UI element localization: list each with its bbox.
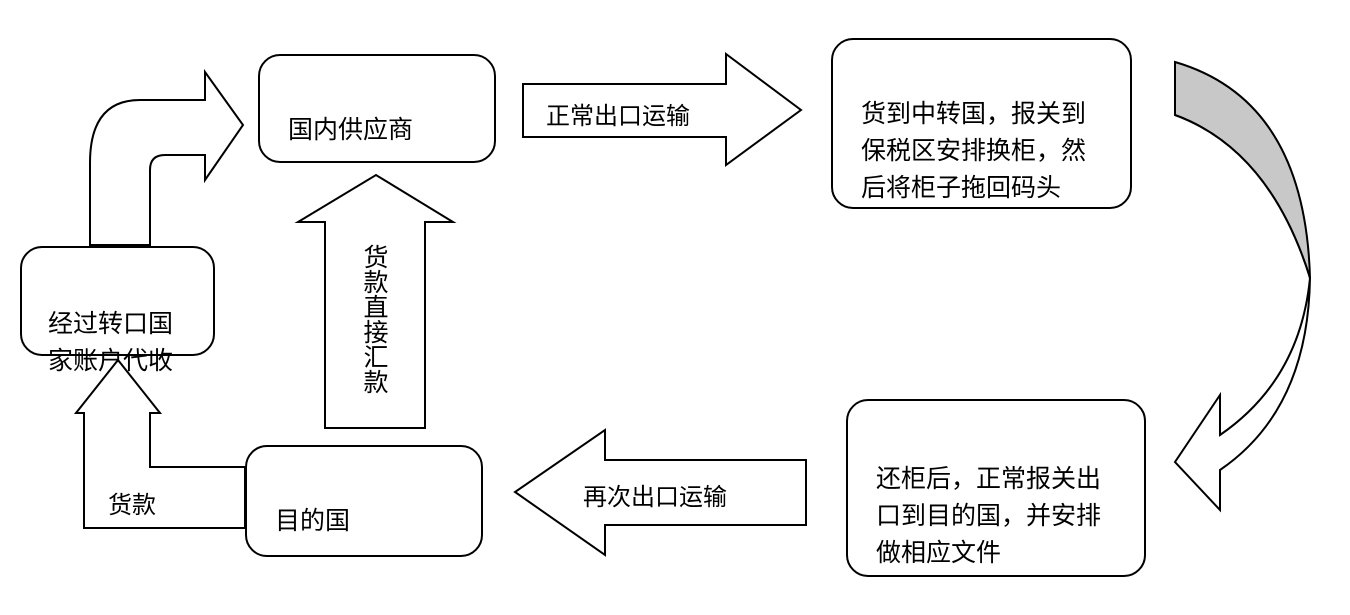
transit-country-text: 货到中转国，报关到 保税区安排换柜，然 后将柜子拖回码头 [861, 99, 1087, 202]
return-container-box: 还柜后，正常报关出 口到目的国，并安排 做相应文件 [846, 399, 1146, 577]
direct-payment-arrow [294, 173, 457, 429]
payment-label: 货款 [108, 491, 156, 519]
domestic-supplier-box: 国内供应商 [258, 54, 496, 163]
transit-country-box: 货到中转国，报关到 保税区安排换柜，然 后将柜子拖回码头 [831, 38, 1132, 209]
transit-account-box: 经过转口国 家账户代收 [20, 246, 215, 375]
destination-country-text: 目的国 [275, 506, 351, 535]
bent-arrow-to-supplier [89, 68, 245, 246]
transit-account-text: 经过转口国 家账户代收 [48, 309, 174, 375]
direct-payment-label: 货款直接汇款 [360, 244, 389, 394]
re-export-label: 再次出口运输 [583, 483, 727, 511]
destination-country-box: 目的国 [245, 445, 483, 557]
curved-arrow-body [1173, 114, 1312, 513]
domestic-supplier-text: 国内供应商 [288, 115, 414, 144]
return-container-text: 还柜后，正常报关出 口到目的国，并安排 做相应文件 [876, 464, 1102, 567]
payment-arrow [73, 358, 246, 529]
re-export-arrow [513, 428, 807, 557]
normal-export-arrow [522, 52, 803, 167]
normal-export-label: 正常出口运输 [546, 102, 690, 130]
